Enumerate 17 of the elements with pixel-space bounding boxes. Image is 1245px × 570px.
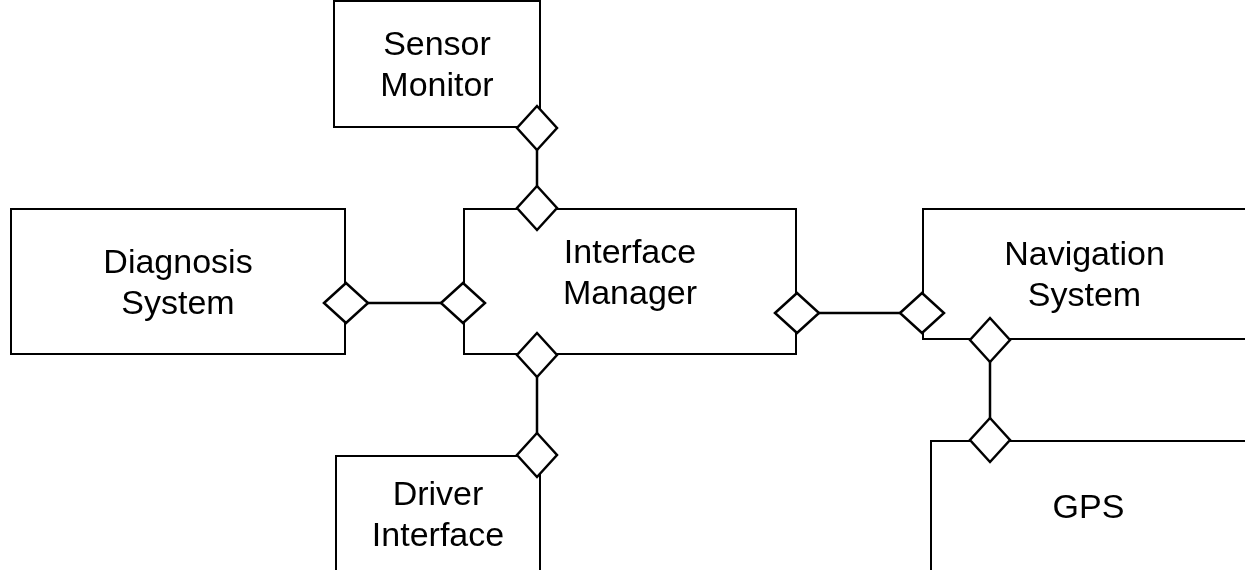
component-label: Diagnosis System [102,240,254,323]
connector [515,104,559,232]
component-label: Driver Interface [370,472,506,555]
component-label: Interface Manager [561,230,699,313]
component-box [333,0,541,128]
connector [515,331,559,479]
component-label: Navigation System [1003,233,1166,315]
component-label: GPS [1052,485,1125,527]
connector [968,316,1012,464]
connector [773,291,946,335]
component-box [922,208,1245,340]
component-label: Sensor Monitor [379,23,495,105]
component-box [930,440,1245,570]
connector [322,281,487,325]
component-box [335,455,541,570]
component-box [463,208,797,355]
component-box [10,208,346,355]
